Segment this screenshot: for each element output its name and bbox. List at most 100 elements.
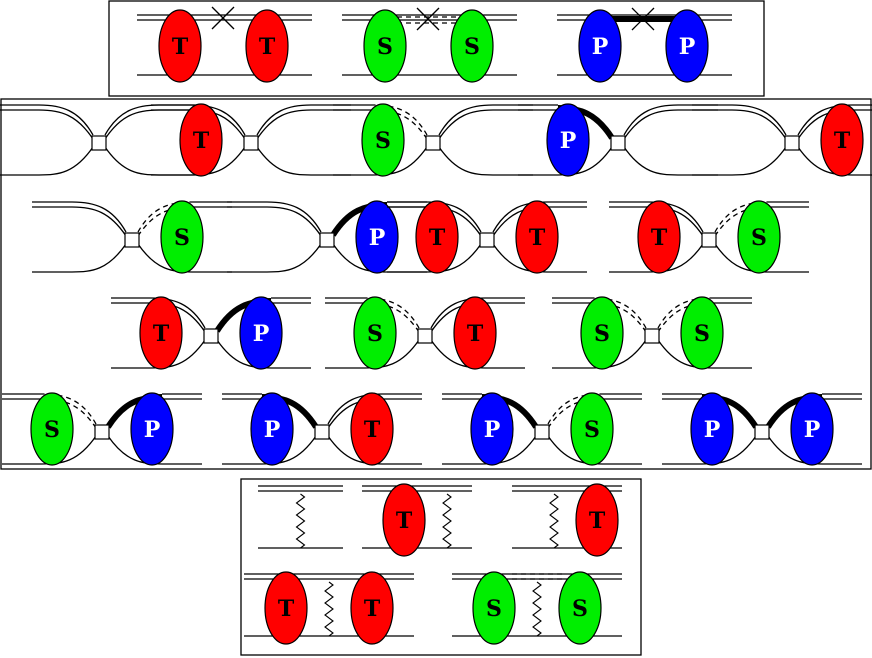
blob-letter: T bbox=[651, 225, 668, 251]
blob-T: T bbox=[350, 392, 394, 466]
blob-letter: S bbox=[572, 596, 588, 622]
blob-P: P bbox=[790, 392, 834, 466]
contact-diagram-1-4: P bbox=[518, 103, 718, 177]
blob-ellipse bbox=[453, 296, 497, 370]
blob-S: S bbox=[160, 200, 204, 274]
blob-S: S bbox=[353, 296, 397, 370]
blob-ellipse bbox=[546, 103, 590, 177]
contact-vertex-box bbox=[644, 328, 660, 344]
blob-letter: S bbox=[464, 34, 480, 60]
blob-S: S bbox=[30, 392, 74, 466]
blob-letter: T bbox=[172, 34, 189, 60]
blob-T: T bbox=[350, 571, 394, 645]
blob-P: P bbox=[690, 392, 734, 466]
blob-ellipse bbox=[363, 9, 407, 83]
blob-ellipse bbox=[578, 9, 622, 83]
blob-letter: P bbox=[253, 321, 270, 347]
blob-letter: T bbox=[429, 225, 446, 251]
contact-diagram-1-2: T bbox=[151, 103, 351, 177]
blob-ellipse bbox=[570, 392, 614, 466]
blob-letter: T bbox=[153, 321, 170, 347]
blob-letter: P bbox=[592, 34, 609, 60]
contact-vertex-box bbox=[319, 232, 335, 248]
blob-ellipse bbox=[264, 571, 308, 645]
panel-contact-vertex-frame bbox=[0, 98, 872, 470]
contact-vertex-box bbox=[701, 232, 717, 248]
blob-letter: S bbox=[377, 34, 393, 60]
blob-S: S bbox=[472, 571, 516, 645]
blob-S: S bbox=[558, 571, 602, 645]
blob-S: S bbox=[680, 296, 724, 370]
blob-letter: P bbox=[484, 417, 501, 443]
blob-ellipse bbox=[820, 103, 864, 177]
exchange-diagram-1-2: T bbox=[362, 483, 472, 557]
blob-T: T bbox=[575, 483, 619, 557]
blob-T: T bbox=[139, 296, 183, 370]
blob-S: S bbox=[363, 9, 407, 83]
blob-letter: S bbox=[44, 417, 60, 443]
blob-T: T bbox=[382, 483, 426, 557]
blob-letter: P bbox=[144, 417, 161, 443]
blob-ellipse bbox=[350, 571, 394, 645]
blob-P: P bbox=[578, 9, 622, 83]
contact-diagram-2-2: P bbox=[227, 200, 427, 274]
contact-diagram-2-1: S bbox=[32, 200, 232, 274]
blob-ellipse bbox=[30, 392, 74, 466]
contact-vertex-box bbox=[425, 135, 441, 151]
blob-ellipse bbox=[350, 392, 394, 466]
blob-letter: S bbox=[694, 321, 710, 347]
blob-letter: T bbox=[529, 225, 546, 251]
blob-ellipse bbox=[450, 9, 494, 83]
blob-letter: P bbox=[679, 34, 696, 60]
blob-P: P bbox=[130, 392, 174, 466]
exchange-diagram-1-3: T bbox=[512, 483, 622, 557]
blob-ellipse bbox=[472, 571, 516, 645]
blob-letter: S bbox=[486, 596, 502, 622]
blob-T: T bbox=[179, 103, 223, 177]
blob-P: P bbox=[239, 296, 283, 370]
contact-diagram-1-1 bbox=[0, 104, 199, 176]
contact-vertex-box bbox=[534, 424, 550, 440]
blob-ellipse bbox=[160, 200, 204, 274]
blob-ellipse bbox=[139, 296, 183, 370]
blob-T: T bbox=[264, 571, 308, 645]
blob-ellipse bbox=[515, 200, 559, 274]
blob-letter: T bbox=[259, 34, 276, 60]
panel-bare-propagators-frame bbox=[108, 0, 765, 97]
blob-ellipse bbox=[415, 200, 459, 274]
blob-ellipse bbox=[790, 392, 834, 466]
blob-letter: S bbox=[367, 321, 383, 347]
blob-T: T bbox=[820, 103, 864, 177]
blob-ellipse bbox=[130, 392, 174, 466]
blob-ellipse bbox=[361, 103, 405, 177]
contact-vertex-box bbox=[203, 328, 219, 344]
blob-ellipse bbox=[680, 296, 724, 370]
blob-ellipse bbox=[355, 200, 399, 274]
blob-ellipse bbox=[575, 483, 619, 557]
blob-S: S bbox=[737, 200, 781, 274]
blob-S: S bbox=[580, 296, 624, 370]
blob-T: T bbox=[515, 200, 559, 274]
blob-ellipse bbox=[353, 296, 397, 370]
blob-S: S bbox=[450, 9, 494, 83]
blob-ellipse bbox=[558, 571, 602, 645]
blob-S: S bbox=[570, 392, 614, 466]
blob-letter: T bbox=[278, 596, 295, 622]
blob-letter: T bbox=[193, 128, 210, 154]
exchange-diagram-1-1 bbox=[258, 485, 343, 549]
blob-letter: T bbox=[834, 128, 851, 154]
blob-letter: S bbox=[594, 321, 610, 347]
blob-ellipse bbox=[665, 9, 709, 83]
contact-vertex-box bbox=[610, 135, 626, 151]
blob-P: P bbox=[665, 9, 709, 83]
